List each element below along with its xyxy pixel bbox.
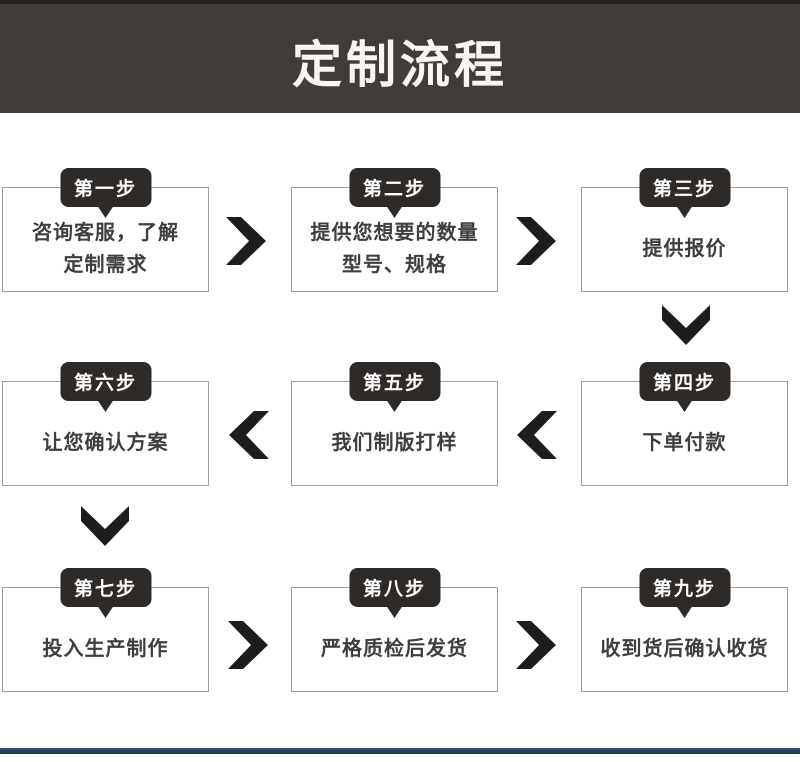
chevron-right-icon [228,621,268,669]
step-label-bubble-7: 第七步 [59,568,152,618]
bubble-pointer-icon [97,606,114,618]
step-box-8: 第八步 严格质检后发货 [291,568,498,692]
bottom-bar [0,748,800,754]
step-label-bubble-1: 第一步 [59,168,152,218]
step-label-bubble-5: 第五步 [348,362,441,412]
chevron-left-icon [517,411,557,459]
bubble-pointer-icon [676,206,693,218]
chevron-right-icon [226,217,266,265]
step-text-line: 下单付款 [642,431,727,454]
step-box-2: 第二步 提供您想要的数量 型号、规格 [291,168,498,292]
step-label-bubble-2: 第二步 [348,168,441,218]
step-label-bubble-3: 第三步 [638,168,731,218]
bubble-pointer-icon [97,206,114,218]
step-label: 第四步 [652,373,717,394]
step-text-line: 定制需求 [63,253,148,276]
step-label-bubble-4: 第四步 [638,362,731,412]
step-text-line: 型号、规格 [342,253,447,276]
step-text-line: 让您确认方案 [42,431,169,454]
step-text: 咨询客服，了解 定制需求 [3,188,208,291]
bubble-pointer-icon [386,400,403,412]
bubble-pointer-icon [386,206,403,218]
bubble-pointer-icon [386,606,403,618]
step-text-line: 收到货后确认收货 [600,637,769,660]
step-label: 第七步 [73,579,138,600]
step-label: 第九步 [652,579,717,600]
step-label-bubble-6: 第六步 [59,362,152,412]
step-text-line: 我们制版打样 [331,431,458,454]
page-title: 定制流程 [292,36,508,93]
step-text: 提供您想要的数量 型号、规格 [292,188,497,291]
step-label: 第五步 [362,373,427,394]
step-text-line: 投入生产制作 [42,637,169,660]
banner-top-strip [0,0,800,4]
step-text: 下单付款 [582,382,787,485]
bubble-pointer-icon [676,606,693,618]
step-text-line: 咨询客服，了解 [32,221,179,244]
step-text-line: 提供您想要的数量 [310,221,479,244]
step-box-4: 第四步 下单付款 [581,362,788,486]
step-box-6: 第六步 让您确认方案 [2,362,209,486]
step-label-bubble-8: 第八步 [348,568,441,618]
step-label: 第八步 [362,579,427,600]
step-box-7: 第七步 投入生产制作 [2,568,209,692]
step-box-3: 第三步 提供报价 [581,168,788,292]
step-label: 第二步 [362,179,427,200]
step-text: 严格质检后发货 [292,588,497,691]
step-label: 第六步 [73,373,138,394]
step-label-bubble-9: 第九步 [638,568,731,618]
chevron-right-icon [516,217,556,265]
step-text: 让您确认方案 [3,382,208,485]
step-text: 收到货后确认收货 [582,588,787,691]
step-box-9: 第九步 收到货后确认收货 [581,568,788,692]
bubble-pointer-icon [97,400,114,412]
step-label: 第三步 [652,179,717,200]
step-text-line: 提供报价 [642,237,727,260]
chevron-right-icon [516,621,556,669]
chevron-down-icon [81,506,129,546]
banner: 定制流程 [0,0,800,113]
step-text: 提供报价 [582,188,787,291]
chevron-down-icon [662,305,710,345]
step-box-1: 第一步 咨询客服，了解 定制需求 [2,168,209,292]
step-text: 投入生产制作 [3,588,208,691]
chevron-left-icon [229,411,269,459]
step-label: 第一步 [73,179,138,200]
bubble-pointer-icon [676,400,693,412]
step-text-line: 严格质检后发货 [321,637,468,660]
step-box-5: 第五步 我们制版打样 [291,362,498,486]
step-text: 我们制版打样 [292,382,497,485]
